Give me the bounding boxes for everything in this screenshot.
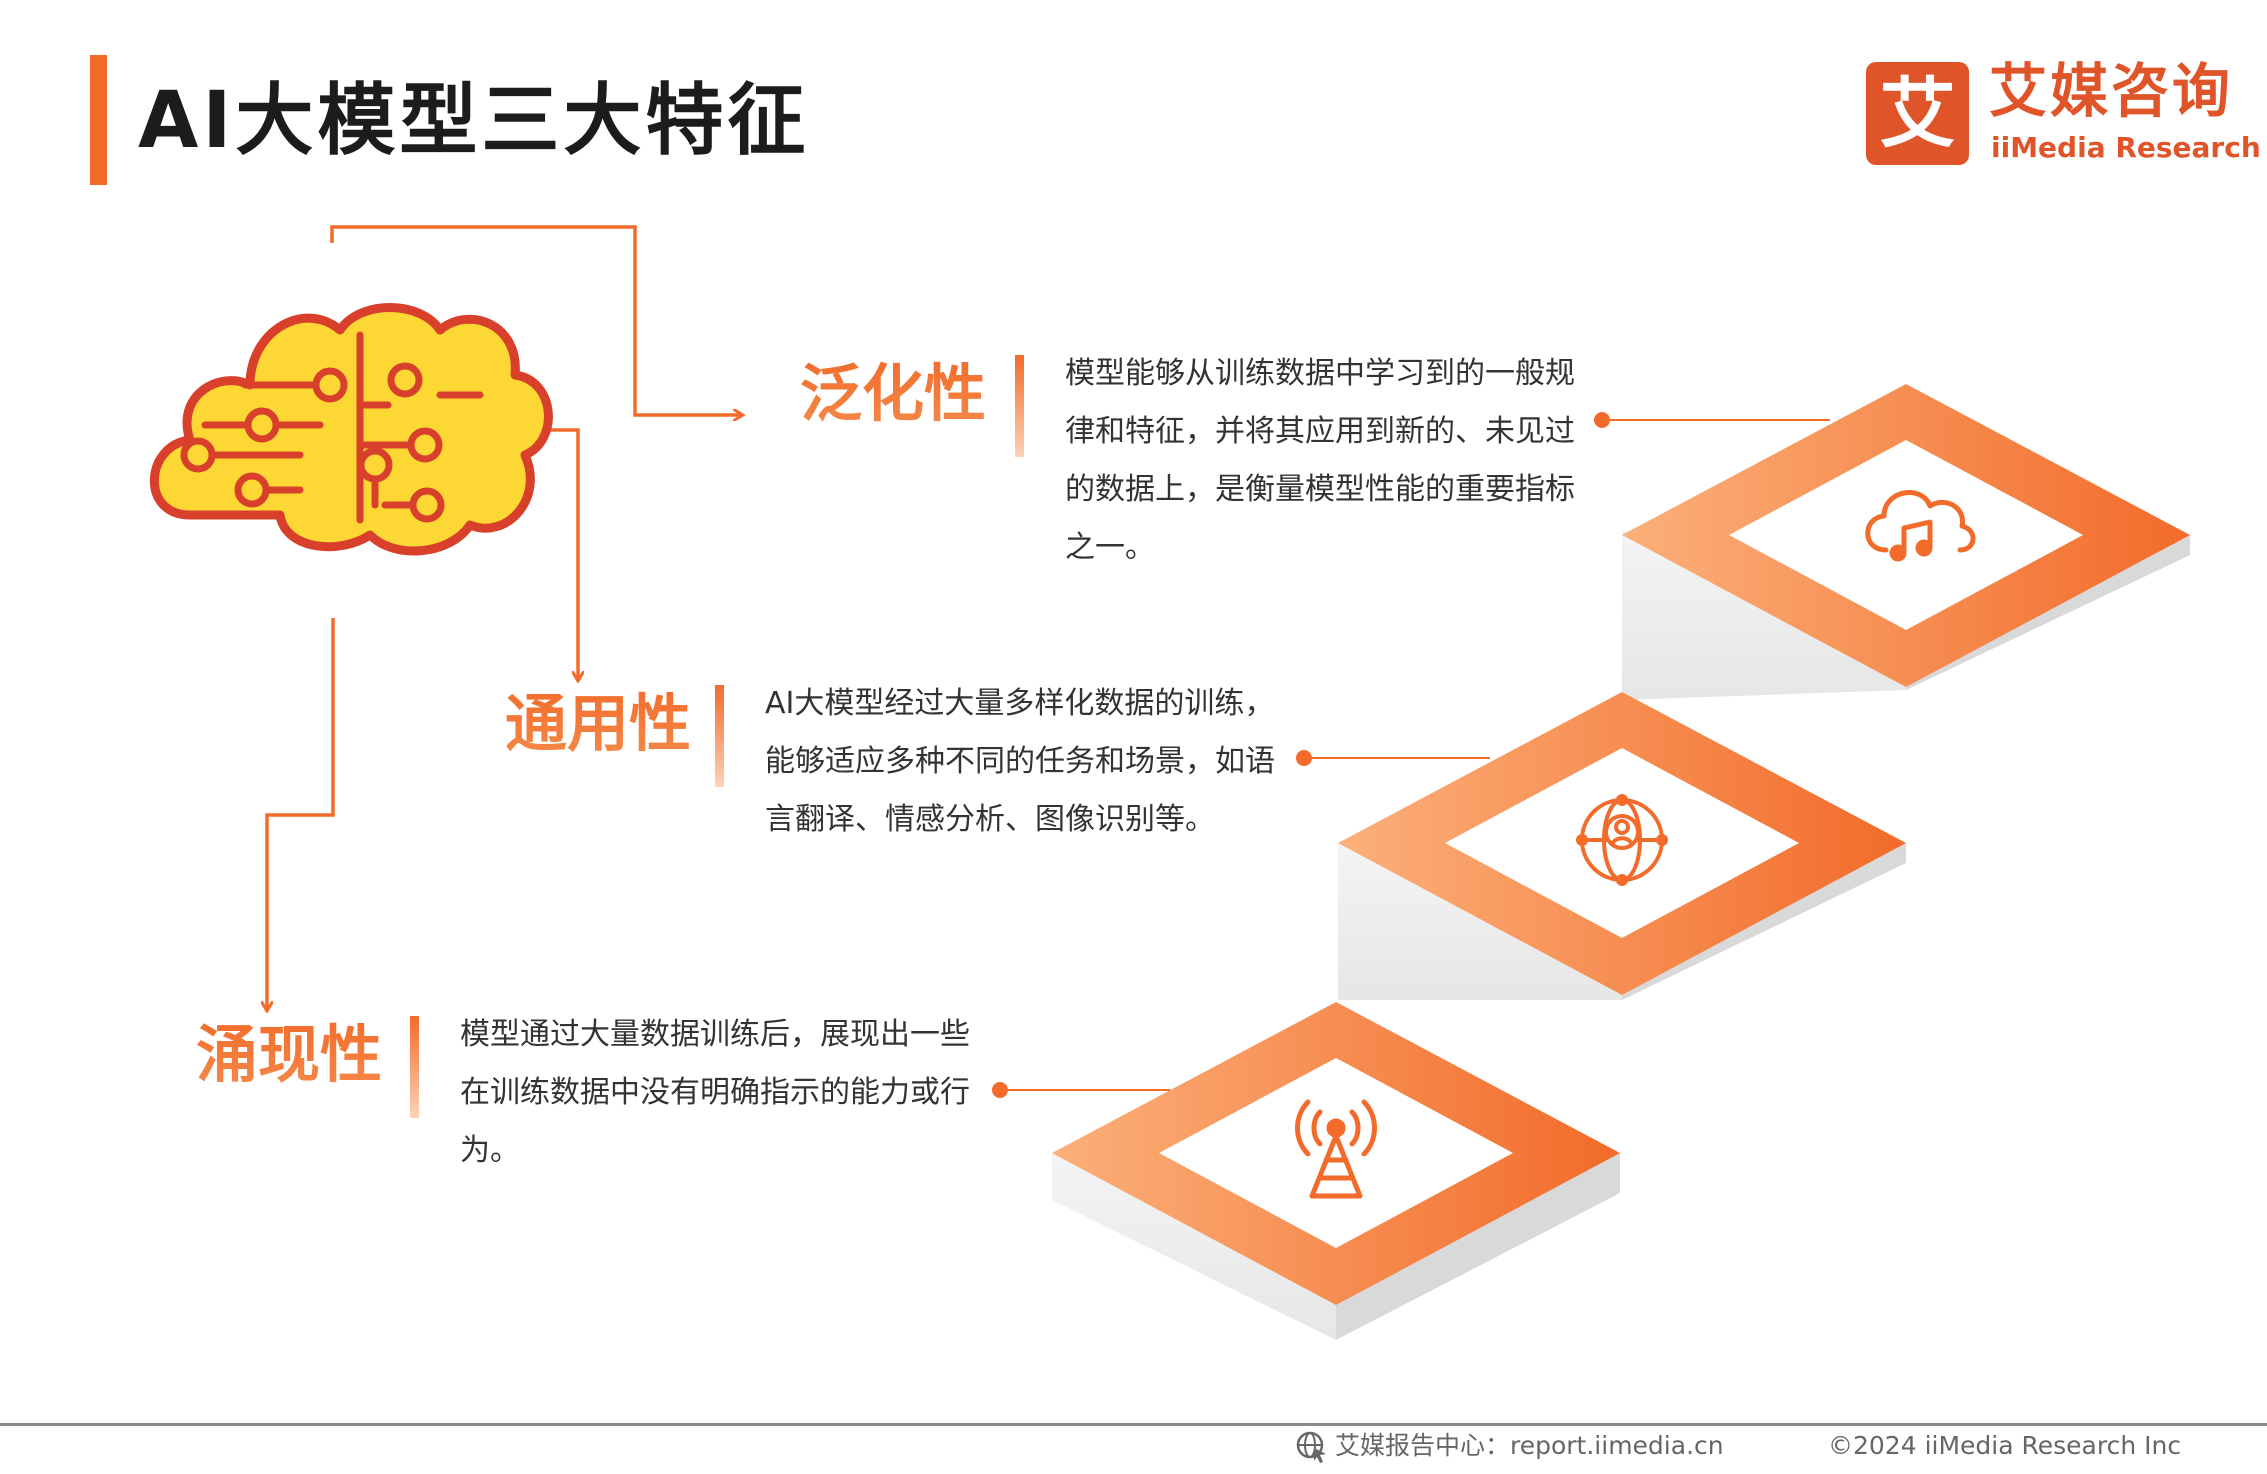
logo-text-cn: 艾媒咨询 — [1989, 57, 2234, 125]
footer-source: 艾媒报告中心：report.iimedia.cn — [1295, 1425, 1724, 1467]
footer-divider — [0, 1423, 2267, 1426]
footer-source-text: 艾媒报告中心：report.iimedia.cn — [1335, 1431, 1724, 1460]
title-accent-bar — [90, 55, 107, 185]
leader-lines — [992, 412, 1830, 1098]
feature-title-emergence: 涌现性 — [196, 1015, 382, 1095]
logo-mark: 艾 — [1866, 62, 1969, 165]
globe-cursor-icon — [1296, 1431, 1326, 1463]
feature-bar-generalization — [1015, 355, 1024, 457]
cloud-music-icon — [1865, 490, 1976, 562]
stair-step-bottom — [1052, 1002, 1620, 1340]
arrow-to-generalization — [330, 225, 742, 415]
signal-tower-icon — [1295, 1099, 1377, 1199]
feature-bar-universality — [715, 685, 724, 787]
feature-desc-generalization: 模型能够从训练数据中学习到的一般规律和特征，并将其应用到新的、未见过的数据上，是… — [1065, 356, 1575, 565]
logo-text-en: iiMedia Research — [1991, 131, 2261, 164]
brain-icon — [149, 303, 553, 556]
globe-user-icon — [1576, 794, 1668, 886]
feature-desc-universality: AI大模型经过大量多样化数据的训练，能够适应多种不同的任务和场景，如语言翻译、情… — [765, 686, 1275, 837]
page-title: AI大模型三大特征 — [138, 76, 810, 166]
feature-title-generalization: 泛化性 — [800, 354, 986, 434]
brand-logo: 艾 艾媒咨询 iiMedia Research — [1866, 57, 2261, 172]
footer-copyright: ©2024 iiMedia Research Inc — [1828, 1431, 2182, 1460]
feature-title-universality: 通用性 — [505, 684, 691, 764]
arrow-to-emergence — [267, 618, 335, 1010]
feature-desc-emergence: 模型通过大量数据训练后，展现出一些在训练数据中没有明确指示的能力或行为。 — [460, 1017, 970, 1168]
feature-bar-emergence — [410, 1016, 419, 1118]
